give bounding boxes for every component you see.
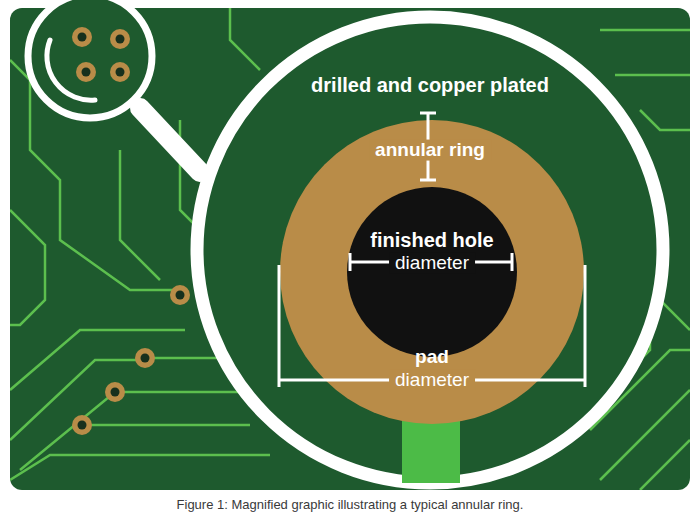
via-hole [82,68,91,77]
lens-circle [197,17,663,483]
dimension-line [511,253,514,271]
pcb-trace [640,440,690,490]
via-pad [105,382,125,402]
dimension-label: annular ring [369,140,491,161]
pcb-trace [600,29,690,32]
dimension-line [278,265,281,387]
dimension-line [350,261,512,264]
dimension-label: diameter [389,253,475,274]
small-magnifier [28,0,200,172]
via-pad [170,285,190,305]
dimension-line [420,112,436,115]
via-pad [110,62,130,82]
process-label: drilled and copper plated [311,74,549,96]
magnifier-lens: drilled and copper plated annular ring pad… [190,10,670,490]
dimension-line [427,113,430,180]
pcb-trace [230,8,260,70]
dimension-line [584,265,587,387]
via-hole [176,291,185,300]
dimension-line [349,253,352,271]
dimension-label: diameter [389,370,475,391]
hole-circle [347,187,517,357]
pad-circle [280,120,584,424]
via-hole [116,35,125,44]
small-lens [28,0,152,118]
via-pad [135,348,155,368]
via-hole [78,33,87,42]
pcb-trace [82,424,250,427]
lens-glint [47,40,95,100]
pcb-trace [10,455,270,480]
via-pad [110,29,130,49]
copper-pad: annular ringpaddiameterfinished holediam… [280,120,584,424]
magnifier-handle [140,108,200,172]
via-hole [141,354,150,363]
dimension-line [420,179,436,182]
via-pad [72,27,92,47]
dimension-line [279,379,585,382]
pcb-trace [615,74,690,77]
dimension-label: finished hole [370,229,493,251]
pcb-trace [10,360,145,440]
via-hole [116,68,125,77]
pcb-trace [20,392,240,470]
via-pad [76,62,96,82]
pcb-trace [120,150,160,280]
drilled-hole: finished holediameter [347,187,517,357]
figure-caption: Figure 1: Magnified graphic illustrating… [0,497,700,512]
dimension-label: pad [415,347,449,368]
via-hole [78,421,87,430]
pcb-trace [10,210,45,325]
via-pad [72,415,92,435]
via-hole [111,388,120,397]
pcb-vias [72,285,190,435]
pcb-trace [640,110,690,130]
